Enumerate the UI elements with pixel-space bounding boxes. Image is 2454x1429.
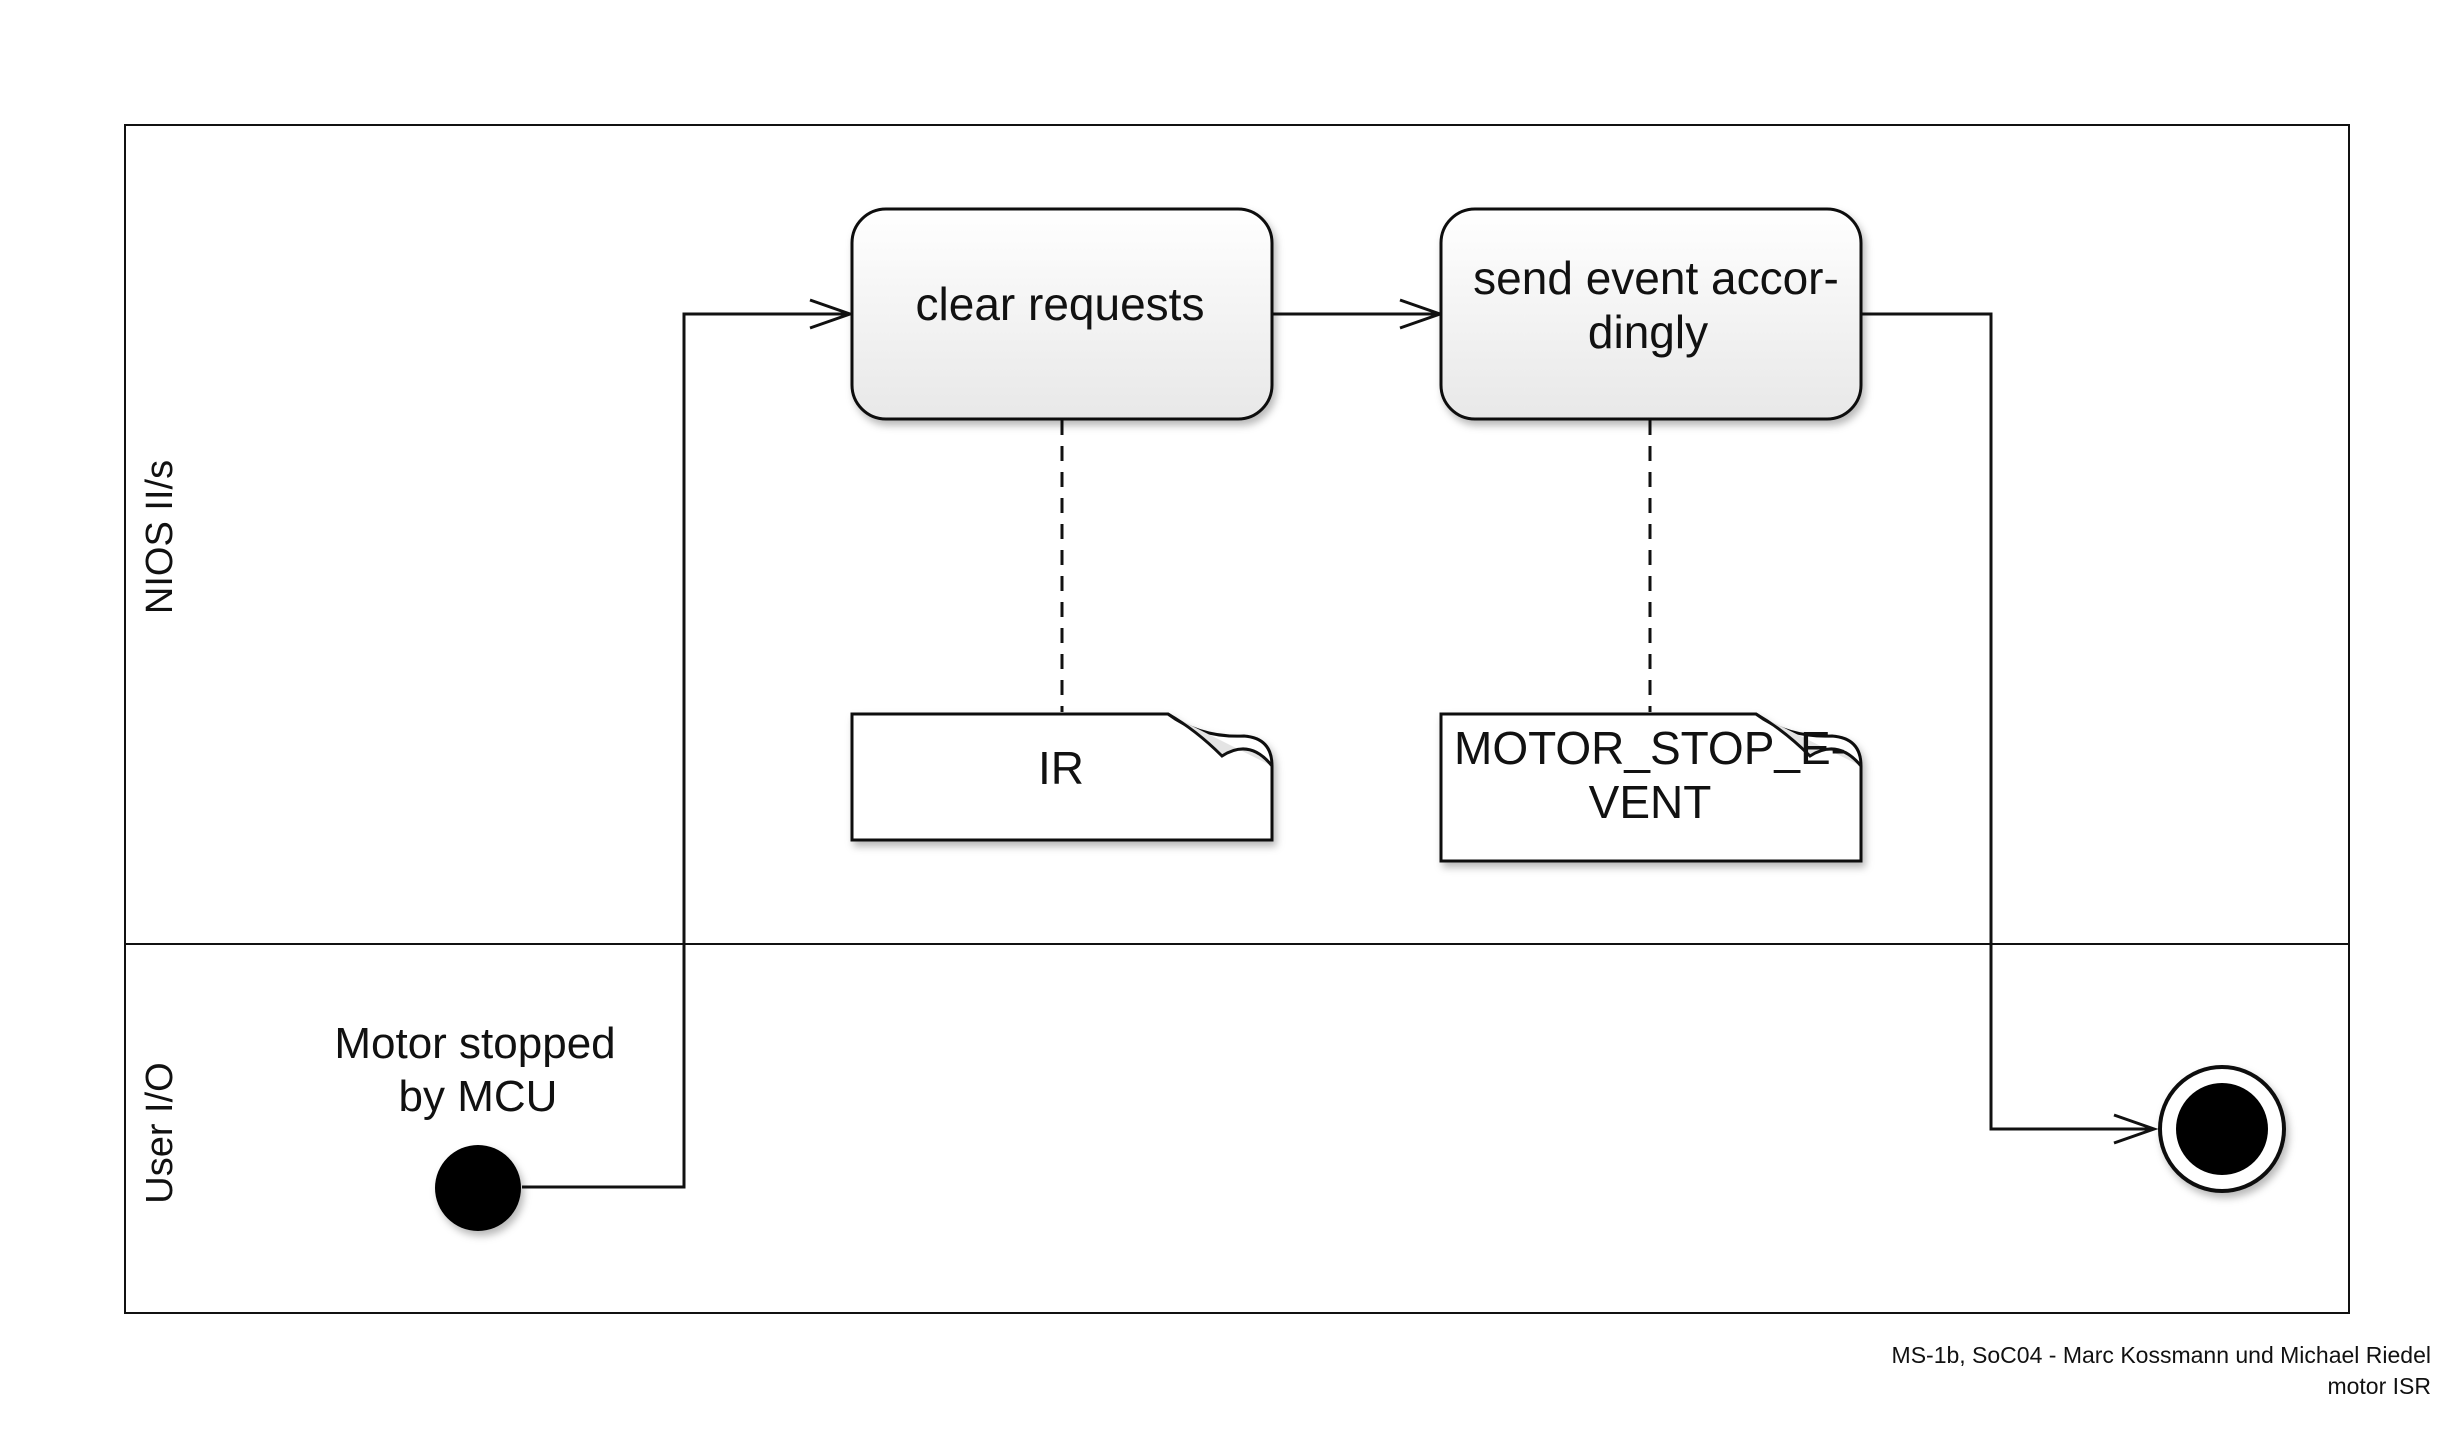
initial-node-label-line1: Motor stopped — [334, 1019, 615, 1068]
action-clear-label: clear requests — [916, 278, 1205, 330]
initial-node — [435, 1145, 521, 1231]
object-ir: IR — [850, 712, 1274, 842]
flow-send-to-end — [1861, 312, 2152, 1131]
object-event-label-line1: MOTOR_STOP_E- — [1454, 722, 1846, 774]
final-node — [2158, 1065, 2286, 1193]
object-ir-label: IR — [1038, 742, 1084, 794]
lane-label-nios: NIOS II/s — [139, 460, 181, 614]
footer-line1: MS-1b, SoC04 - Marc Kossmann und Michael… — [1892, 1342, 2431, 1368]
action-send-label-line1: send event accor- — [1473, 252, 1839, 304]
footer-line2: motor ISR — [2327, 1373, 2431, 1399]
initial-node-label-line2: by MCU — [399, 1072, 558, 1121]
action-send-label-line2: dingly — [1588, 306, 1708, 358]
flow-start-to-clear — [522, 312, 848, 1189]
arrowhead-clear — [809, 298, 855, 330]
action-clear-requests: clear requests — [850, 207, 1274, 421]
action-send-event: send event accor- dingly — [1439, 207, 1863, 421]
object-event-label-line2: VENT — [1589, 776, 1712, 828]
object-motor-stop-event: MOTOR_STOP_E- VENT — [1439, 712, 1863, 863]
lane-label-user-io: User I/O — [139, 1062, 181, 1203]
swimlane-frame — [124, 124, 2350, 1314]
arrowhead-end — [2113, 1113, 2159, 1145]
